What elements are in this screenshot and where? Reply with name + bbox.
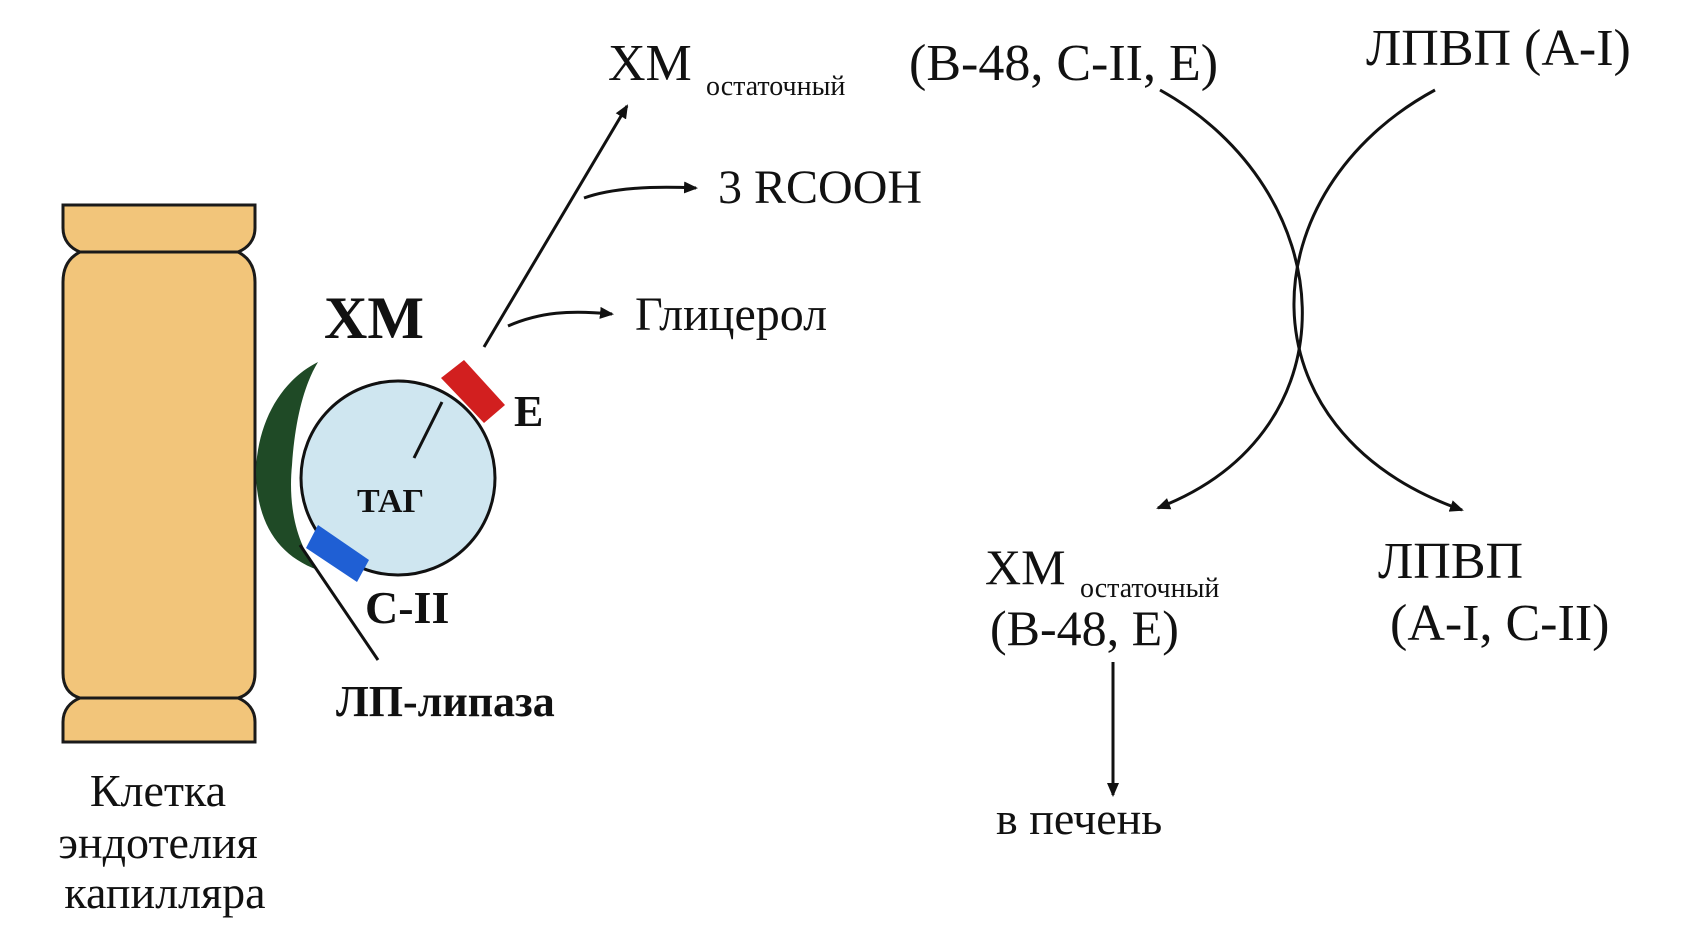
chylomicron-particle [299, 379, 497, 577]
glycerol-label: Глицерол [635, 288, 827, 341]
remnant-top-apos: (В-48, С-II, Е) [909, 35, 1218, 92]
apo-e-label: Е [514, 387, 543, 436]
arrow-to-remnant [482, 104, 629, 348]
arc-remnant-to-liver-remnant [1156, 88, 1304, 510]
lipase-pointer-line [298, 544, 380, 661]
arrow-to-fatty-acids [583, 181, 698, 200]
endothelial-cell [61, 203, 257, 744]
cell-segment-main [61, 250, 257, 700]
arrow-to-glycerol [507, 306, 614, 328]
hdl-bottom-line2: (А-I, С-II) [1390, 595, 1609, 652]
cell-segment-bottom [61, 696, 257, 744]
tag-label: ТАГ [357, 483, 424, 520]
hdl-bottom-line1: ЛПВП [1378, 533, 1523, 590]
lipase-label: ЛП-липаза [336, 677, 555, 726]
apo-c2-label: С-II [365, 582, 449, 633]
to-liver-label: в печень [996, 793, 1162, 844]
fatty-acids-label: 3 RCOOH [718, 161, 922, 214]
cell-segment-top [61, 203, 257, 254]
cell-label-line2: эндотелия [58, 817, 257, 868]
arc-hdl-to-hdl [1292, 88, 1464, 512]
remnant-top-main: ХМ [608, 35, 692, 92]
remnant-bottom-subscript: остаточный [1080, 573, 1219, 604]
lipoprotein-lipase-shape [256, 362, 318, 570]
cell-label-line3: капилляра [64, 867, 265, 918]
chylomicron-label: ХМ [324, 285, 424, 351]
apo-c2-patch [306, 525, 369, 582]
remnant-top-subscript: остаточный [706, 71, 845, 102]
hdl-top-label: ЛПВП (А-I) [1366, 20, 1631, 77]
cell-label-line1: Клетка [90, 765, 226, 816]
apo-e-patch [441, 360, 505, 423]
remnant-bottom-main: ХМ [985, 539, 1066, 595]
tag-pointer-line [412, 401, 444, 459]
remnant-bottom-apos: (В-48, Е) [990, 600, 1179, 656]
